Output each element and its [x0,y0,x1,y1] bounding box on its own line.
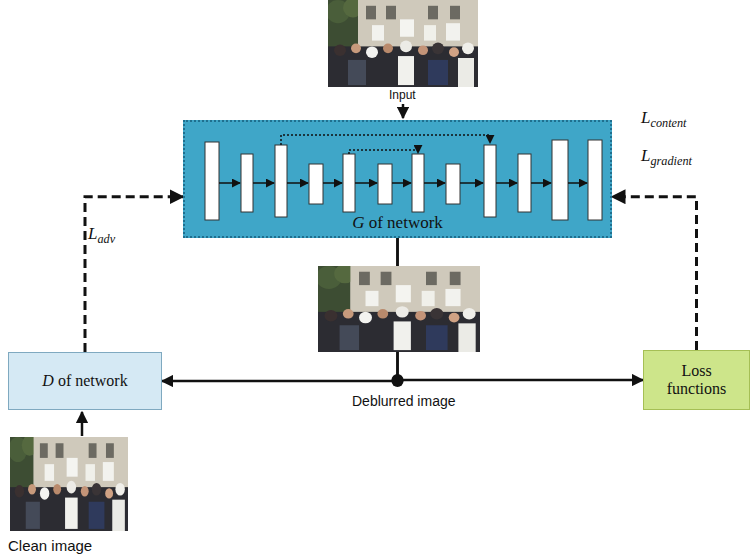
generator-box: G of network [183,120,612,238]
clean-photo [8,435,128,531]
loss-term: Ladv [88,224,115,244]
node-title: G of network [352,213,443,233]
junction-dot [392,374,404,386]
image-caption: Input [389,88,416,102]
discriminator-box: D of network [8,352,162,410]
image-caption: Clean image [8,537,92,554]
input-arrow [402,104,405,118]
loss-feedback-arrow [85,197,183,352]
loss-term: Lgradient [641,146,692,166]
input-photo [326,0,478,87]
node-title: D of network [42,372,127,390]
deblurred-photo [316,264,480,352]
junction-dot [392,375,404,387]
node-title: Loss functions [650,362,743,398]
loss-term: Lcontent [641,108,686,128]
clean-arrow [81,412,84,436]
image-caption: Deblurred image [352,393,456,409]
loss-box: Loss functions [643,350,750,410]
loss-feedback-arrow [612,197,697,350]
